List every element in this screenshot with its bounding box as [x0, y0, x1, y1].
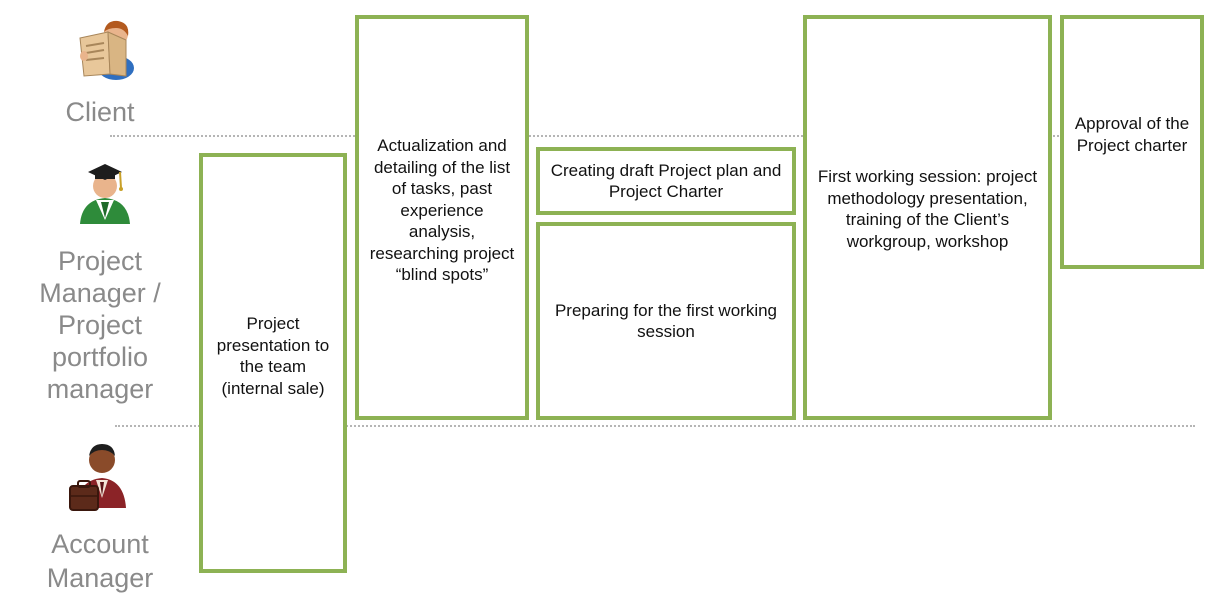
step-first-working-session-text: First working session: project methodolo… — [817, 167, 1038, 251]
step-preparing-first-session: Preparing for the first working session — [536, 222, 796, 420]
lane-label-account-manager: Account Manager — [46, 529, 154, 593]
step-first-working-session: First working session: project methodolo… — [803, 15, 1052, 420]
step-actualization-text: Actualization and detailing of the list … — [369, 136, 515, 284]
businessman-with-briefcase-icon — [69, 444, 126, 511]
step-approval-project-charter: Approval of the Project charter — [1060, 15, 1204, 269]
lane-label-project-manager: Project Manager / Project portfolio mana… — [39, 246, 161, 404]
lane-divider-client — [110, 135, 1195, 137]
step-actualization: Actualization and detailing of the list … — [355, 15, 529, 420]
step-project-presentation-text: Project presentation to the team (intern… — [216, 314, 330, 398]
step-preparing-first-session-text: Preparing for the first working session — [554, 300, 778, 342]
step-approval-project-charter-text: Approval of the Project charter — [1074, 114, 1190, 155]
graduate-person-icon — [80, 164, 130, 224]
person-reading-newspaper-icon — [79, 20, 134, 80]
step-draft-project-plan: Creating draft Project plan and Project … — [536, 147, 796, 215]
lane-divider-account — [115, 425, 1195, 427]
step-draft-project-plan-text: Creating draft Project plan and Project … — [550, 160, 782, 202]
step-project-presentation: Project presentation to the team (intern… — [199, 153, 347, 573]
lane-label-client: Client — [65, 97, 135, 127]
